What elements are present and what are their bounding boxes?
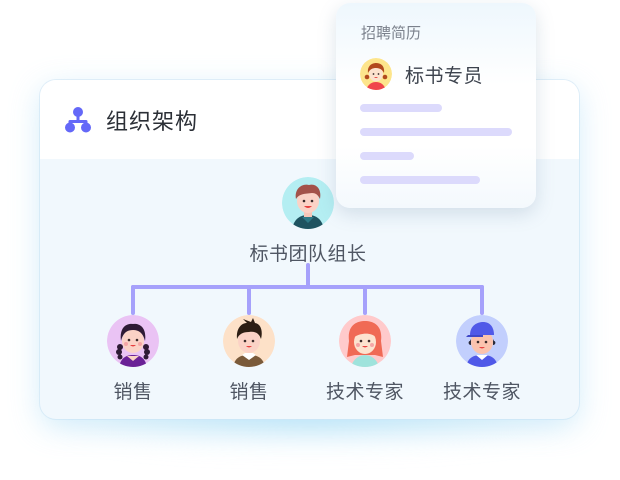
member-node-sales-1[interactable]: 销售 bbox=[73, 315, 193, 404]
member-label: 技术专家 bbox=[442, 381, 521, 403]
resume-candidate-name: 标书专员 bbox=[405, 65, 484, 87]
male-avatar-spiky-hair-icon bbox=[223, 315, 275, 367]
connector-member-1 bbox=[131, 285, 135, 315]
resume-card[interactable]: 招聘简历 标书专员 bbox=[336, 3, 536, 208]
female-avatar-red-hair-icon bbox=[339, 315, 391, 367]
connector-member-4 bbox=[480, 285, 484, 315]
resume-card-title: 招聘简历 bbox=[361, 24, 422, 42]
leader-node[interactable]: 标书团队组长 bbox=[228, 177, 388, 266]
leader-label: 标书团队组长 bbox=[249, 243, 367, 265]
member-label: 销售 bbox=[113, 381, 153, 403]
member-label: 销售 bbox=[229, 381, 269, 403]
female-avatar-pigtails-icon bbox=[360, 58, 392, 90]
org-chart-body: 标书团队组长 销售 bbox=[40, 159, 579, 419]
connector-member-3 bbox=[363, 285, 367, 315]
connector-horizontal bbox=[131, 285, 484, 289]
member-node-tech-expert-2[interactable]: 技术专家 bbox=[412, 315, 552, 404]
female-avatar-braids-icon bbox=[107, 315, 159, 367]
member-label: 技术专家 bbox=[325, 381, 404, 403]
member-node-sales-2[interactable]: 销售 bbox=[189, 315, 309, 404]
male-avatar-brown-hair-icon bbox=[282, 177, 334, 229]
placeholder-line bbox=[360, 152, 414, 160]
member-node-tech-expert-1[interactable]: 技术专家 bbox=[295, 315, 435, 404]
connector-member-2 bbox=[247, 285, 251, 315]
org-chart-title: 组织架构 bbox=[106, 109, 199, 135]
org-structure-icon bbox=[65, 106, 91, 132]
connector-leader-stem bbox=[306, 263, 310, 289]
male-avatar-blue-cap-icon bbox=[456, 315, 508, 367]
placeholder-line bbox=[360, 128, 512, 136]
placeholder-line bbox=[360, 176, 480, 184]
placeholder-line bbox=[360, 104, 442, 112]
